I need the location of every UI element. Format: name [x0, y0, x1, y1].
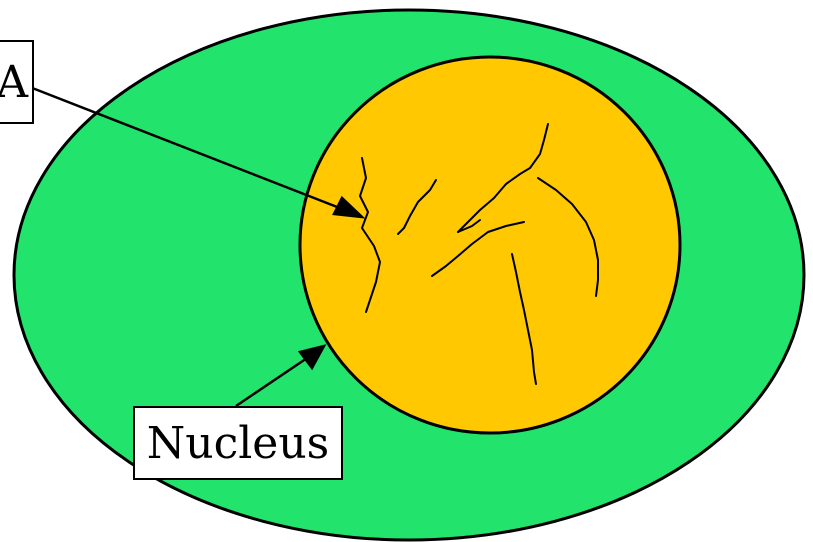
- dna-label-text: A: [0, 57, 28, 108]
- nucleus-label: Nucleus: [133, 406, 343, 480]
- dna-label: A: [0, 40, 34, 124]
- nucleus-label-text: Nucleus: [147, 418, 330, 469]
- cell-nucleus: [300, 57, 680, 433]
